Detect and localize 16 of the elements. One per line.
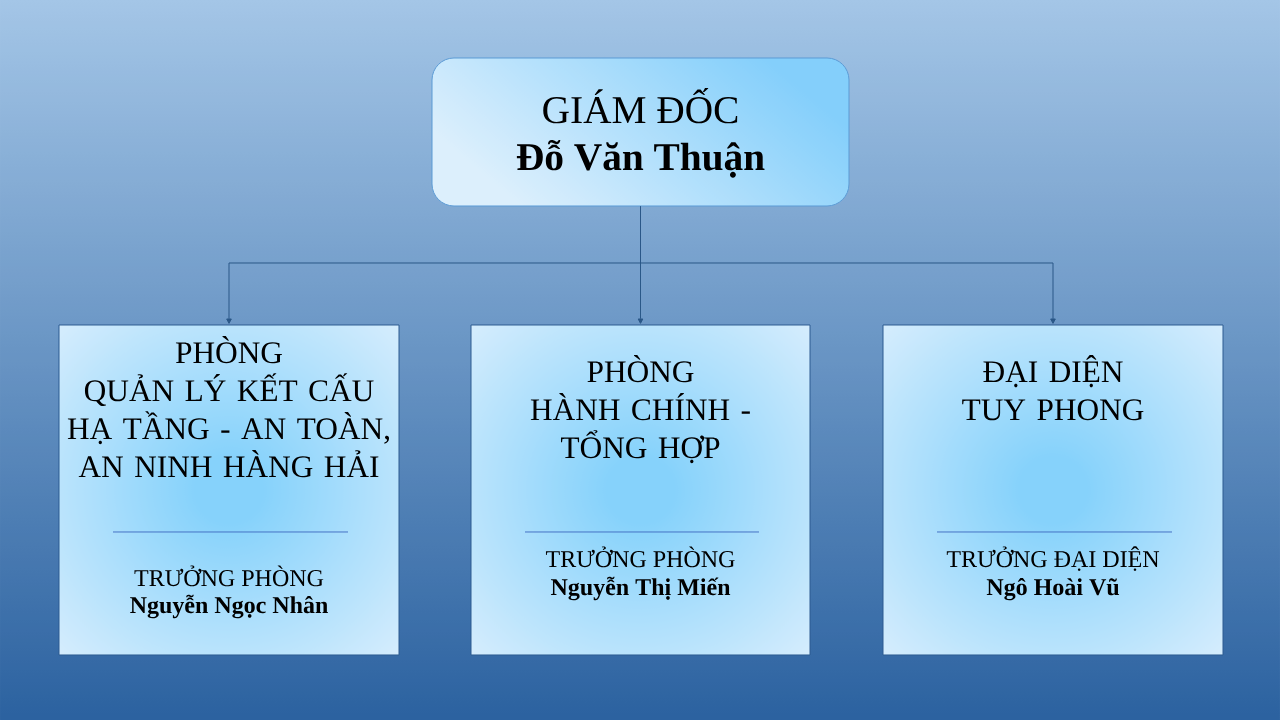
department-box: [470, 324, 811, 656]
department-name: ĐẠI DIỆN TUY PHONG: [962, 355, 1144, 421]
job-title: TRƯỞNG ĐẠI DIỆN: [946, 546, 1160, 571]
person-name: Ngô Hoài Vũ: [986, 578, 1120, 601]
director-box: [431, 57, 850, 207]
person-name: Đỗ Văn Thuận: [516, 140, 765, 178]
department-box: [882, 324, 1224, 656]
department-box: [58, 324, 400, 656]
person-name: Nguyễn Ngọc Nhân: [130, 594, 328, 619]
job-title: TRƯỞNG PHÒNG: [545, 546, 735, 568]
connector-arrow: [640, 206, 1056, 324]
job-title: TRƯỞNG PHÒNG: [134, 565, 324, 587]
person-name: Nguyễn Thị Miến: [550, 576, 731, 601]
department-name: PHÒNG QUẢN LÝ KẾT CẤU HẠ TẦNG - AN TOÀN, AN NINH HÀNG HẢI: [67, 336, 390, 478]
job-title: GIÁM ĐỐC: [543, 88, 738, 124]
department-name: PHÒNG HÀNH CHÍNH - TỔNG HỢP: [530, 355, 750, 464]
